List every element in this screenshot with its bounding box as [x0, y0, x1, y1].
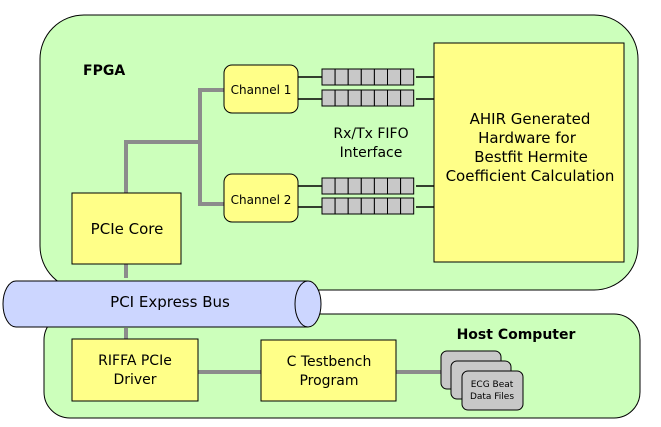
fifo-cell — [334, 68, 349, 86]
fifo-cell — [387, 197, 402, 215]
fifo-cell — [387, 68, 402, 86]
ahir-label-line1: AHIR Generated — [470, 110, 591, 128]
fifo-cell — [321, 89, 336, 107]
fpga-title: FPGA — [83, 63, 125, 79]
files-label-line2: Data Files — [470, 392, 514, 402]
fifo-cell — [347, 177, 362, 195]
fifo-connectors — [298, 76, 434, 208]
ecg-data-files-stack: ECG Beat Data Files — [440, 350, 524, 411]
fifo-cell — [321, 68, 336, 86]
fifo-cell — [373, 89, 388, 107]
channel-1-label: Channel 1 — [231, 83, 292, 97]
fifo-cell — [334, 197, 349, 215]
fifo-cell — [387, 177, 402, 195]
channel-1-block — [223, 64, 299, 114]
fifo-cell — [373, 197, 388, 215]
fifo-cell — [373, 177, 388, 195]
fifo-interface-label-line1: Rx/Tx FIFO — [333, 126, 408, 142]
fifo-cell — [321, 197, 336, 215]
fifo-cell — [347, 197, 362, 215]
pci-express-bus: PCI Express Bus — [2, 280, 322, 328]
pcie-core-block — [71, 192, 182, 265]
riffa-driver-block — [71, 338, 199, 402]
fifo-queue-ch1-rx — [321, 68, 415, 86]
fifo-queue-ch2-rx — [321, 177, 415, 195]
ahir-label-line4: Coefficient Calculation — [446, 167, 615, 185]
fifo-cell — [334, 89, 349, 107]
fifo-cell — [360, 89, 375, 107]
fifo-queue-ch1-tx — [321, 89, 415, 107]
pci-express-bus-label: PCI Express Bus — [110, 293, 230, 311]
testbench-label-line2: Program — [299, 373, 358, 389]
files-label-line1: ECG Beat — [471, 380, 514, 390]
ahir-hardware-block — [433, 42, 625, 263]
host-computer-title: Host Computer — [457, 327, 576, 343]
fpga-wires — [124, 88, 441, 374]
channel-2-block — [223, 173, 299, 223]
testbench-label-line1: C Testbench — [287, 354, 372, 370]
riffa-driver-label-line1: RIFFA PCIe — [98, 353, 172, 369]
fifo-queue-ch2-tx — [321, 197, 415, 215]
wire-pcie-core-trunk — [124, 140, 200, 193]
fifo-cell — [400, 177, 415, 195]
fifo-cell — [400, 197, 415, 215]
pcie-core-label: PCIe Core — [91, 220, 164, 238]
fifo-cell — [387, 89, 402, 107]
ahir-label-line3: Bestfit Hermite — [474, 148, 588, 166]
fifo-cell — [334, 177, 349, 195]
fifo-cell — [360, 177, 375, 195]
fifo-cell — [347, 68, 362, 86]
ahir-label-line2: Hardware for — [478, 129, 577, 147]
channel-2-label: Channel 2 — [231, 193, 292, 207]
wire-channel1-link — [198, 88, 224, 206]
testbench-block — [260, 339, 397, 402]
riffa-driver-label-line2: Driver — [113, 372, 156, 388]
fifo-interface-label-line2: Interface — [340, 145, 403, 161]
fifo-cell — [347, 89, 362, 107]
fifo-cell — [321, 177, 336, 195]
fifo-cell — [360, 68, 375, 86]
fifo-cell — [373, 68, 388, 86]
fifo-cell — [400, 68, 415, 86]
file-icon-front — [461, 370, 524, 411]
fifo-cell — [360, 197, 375, 215]
fifo-cell — [400, 89, 415, 107]
